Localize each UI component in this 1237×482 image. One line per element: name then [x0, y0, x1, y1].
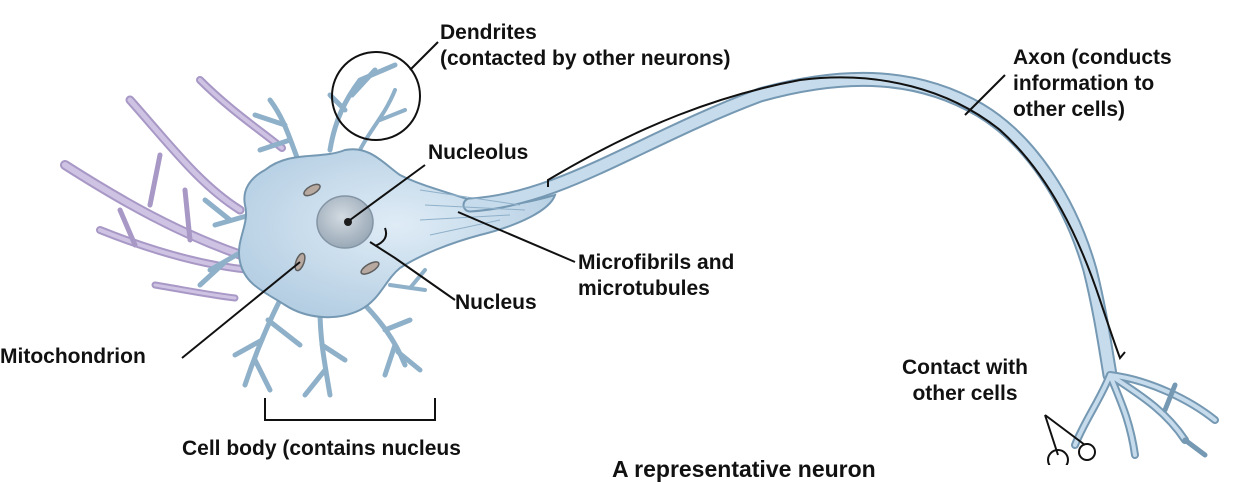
cell-body-label: Cell body (contains nucleus	[182, 437, 461, 460]
nucleus-label: Nucleus	[455, 291, 537, 314]
caption: A representative neuron	[612, 456, 876, 482]
axon-label-line2: information to	[1013, 72, 1155, 95]
dendrites-label: Dendrites (contacted by other neurons)	[440, 20, 731, 72]
mitochondrion-label: Mitochondrion	[0, 345, 146, 368]
microfibrils-label-line1: Microfibrils and	[578, 251, 735, 274]
axon-label-line3: other cells)	[1013, 98, 1126, 121]
neuron-diagram	[60, 41, 1219, 465]
dendrites-label-line1: Dendrites	[440, 21, 537, 44]
dendrite-branches	[197, 62, 427, 398]
axon-label: Axon (conducts information to other cell…	[1013, 45, 1172, 123]
contact-label: Contact with other cells	[902, 355, 1028, 407]
axon-bracket	[547, 76, 1126, 360]
microfibrils-label: Microfibrils and microtubules	[578, 250, 734, 302]
axon-label-line1: Axon (conducts	[1013, 46, 1172, 69]
contact-label-line2: other cells	[912, 382, 1018, 405]
nucleolus-label: Nucleolus	[428, 141, 529, 164]
contact-label-line1: Contact with	[902, 356, 1028, 379]
synapse-contacts	[1047, 443, 1096, 465]
incoming-neuron-dendrites	[60, 76, 286, 302]
leader-lines	[181, 41, 1086, 456]
microfibrils-label-line2: microtubules	[578, 277, 710, 300]
dendrite-callout-circle	[331, 51, 421, 141]
dendrites-label-line2: (contacted by other neurons)	[440, 47, 731, 70]
microfibrils	[419, 189, 526, 236]
